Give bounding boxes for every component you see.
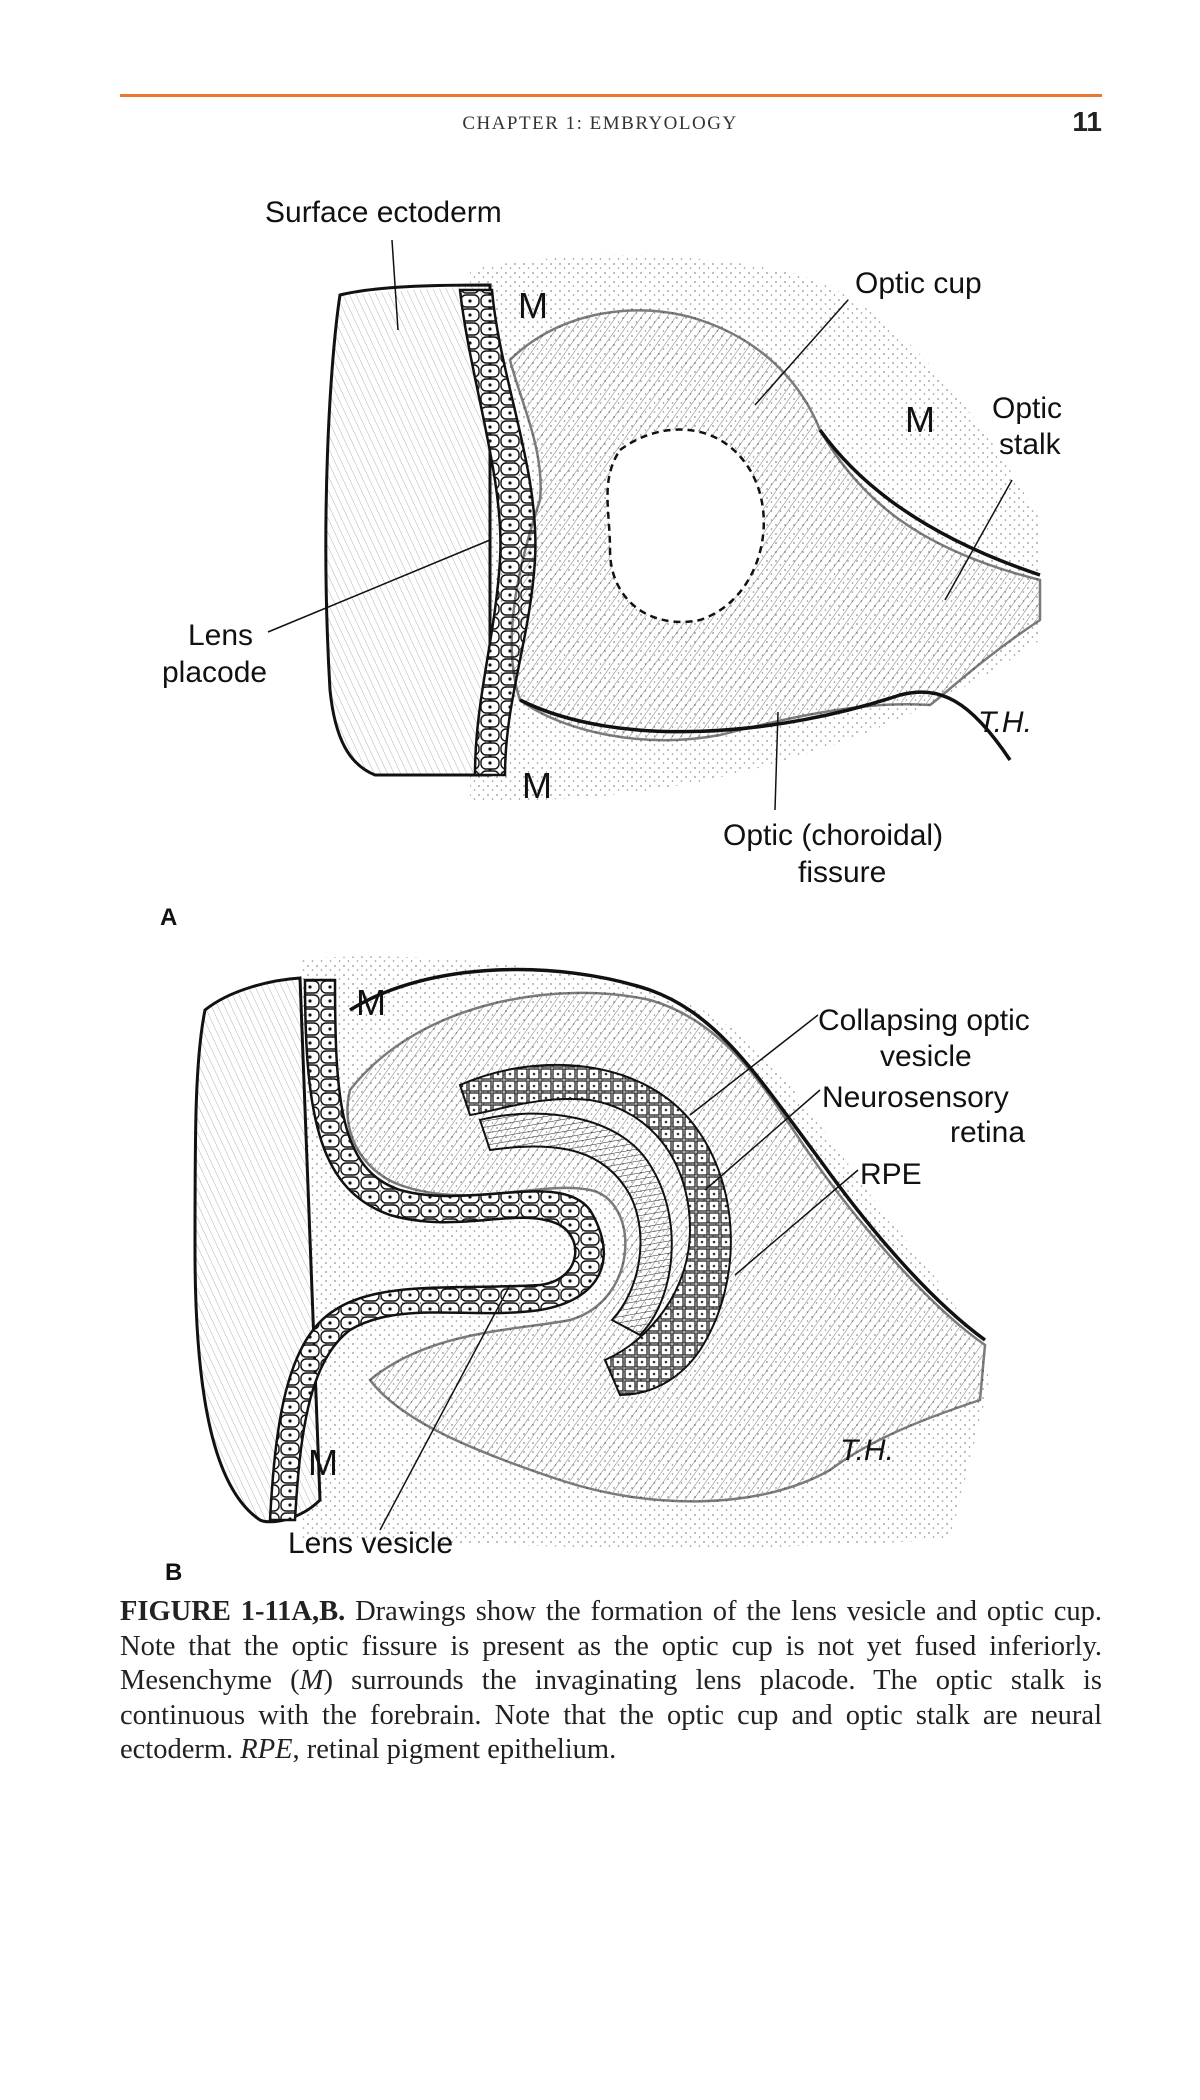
label-neurosensory-line2: retina xyxy=(950,1116,1025,1149)
optic-stalk-outline xyxy=(818,428,1041,577)
running-head: CHAPTER 1: EMBRYOLOGY xyxy=(462,113,738,134)
leader-lens-vesicle xyxy=(379,1284,511,1531)
mesenchyme-label: M xyxy=(308,1442,338,1483)
neurosensory-retina-layer xyxy=(478,1112,673,1337)
figure-illustration: Surface ectoderm Optic cup Optic stalk L… xyxy=(160,196,1062,1586)
panel-label-a: A xyxy=(160,904,177,931)
figure-a-drawing: Surface ectoderm Optic cup Optic stalk L… xyxy=(160,196,1062,931)
caption-rpe: RPE xyxy=(240,1734,293,1765)
label-lens-placode-line2: placode xyxy=(162,656,267,689)
rpe-layer xyxy=(458,1063,732,1397)
page-number: 11 xyxy=(1072,106,1102,137)
figure-b-drawing: Collapsing optic vesicle Neurosensory re… xyxy=(165,956,1030,1586)
ectoderm-shading xyxy=(325,285,490,775)
leader-rpe xyxy=(734,1169,859,1276)
caption-label: FIGURE 1-11A,B. xyxy=(120,1596,346,1627)
label-lens-placode-line1: Lens xyxy=(188,619,253,652)
label-optic-stalk-line1: Optic xyxy=(992,392,1062,425)
figure-caption: FIGURE 1-11A,B. Drawings show the format… xyxy=(120,1595,1102,1768)
label-collapsing-vesicle-line2: vesicle xyxy=(880,1040,972,1073)
mesenchyme-label: M xyxy=(356,982,386,1023)
label-optic-fissure-line1: Optic (choroidal) xyxy=(723,819,943,852)
artist-signature: T.H. xyxy=(840,1434,894,1467)
leader-surface-ectoderm xyxy=(391,239,399,331)
caption-text-2: ) surrounds the invaginating lens placod… xyxy=(120,1665,1102,1765)
caption-text-1: Drawings show the formation of the lens … xyxy=(120,1596,1102,1696)
artist-signature: T.H. xyxy=(978,706,1032,739)
label-lens-vesicle: Lens vesicle xyxy=(288,1527,453,1560)
label-rpe: RPE xyxy=(860,1158,922,1191)
leader-optic-stalk xyxy=(944,479,1013,601)
mesenchyme-label: M xyxy=(522,765,552,806)
optic-cup-opening xyxy=(606,428,765,624)
mesenchyme-label: M xyxy=(905,399,935,440)
caption-m: M xyxy=(299,1665,324,1696)
leader-lens-placode xyxy=(267,539,491,633)
leader-collapsing-vesicle xyxy=(689,1014,819,1116)
label-optic-fissure-line2: fissure xyxy=(798,856,886,889)
mesenchyme-label: M xyxy=(518,285,548,326)
label-surface-ectoderm: Surface ectoderm xyxy=(265,196,502,229)
optic-cup-outline-b xyxy=(349,967,987,1342)
label-collapsing-vesicle-line1: Collapsing optic xyxy=(818,1004,1030,1037)
header-rule xyxy=(120,94,1102,97)
optic-fissure-outline xyxy=(519,690,1012,761)
optic-cup-body xyxy=(508,309,1042,742)
panel-label-b: B xyxy=(165,1559,182,1586)
caption-text-3: , retinal pigment epithelium. xyxy=(292,1734,617,1765)
label-neurosensory-line1: Neurosensory xyxy=(822,1081,1009,1114)
leader-optic-fissure xyxy=(774,711,779,811)
label-optic-stalk-line2: stalk xyxy=(999,428,1062,461)
leader-optic-cup xyxy=(754,299,849,406)
label-optic-cup: Optic cup xyxy=(855,267,982,300)
leader-neurosensory-retina xyxy=(704,1089,821,1191)
